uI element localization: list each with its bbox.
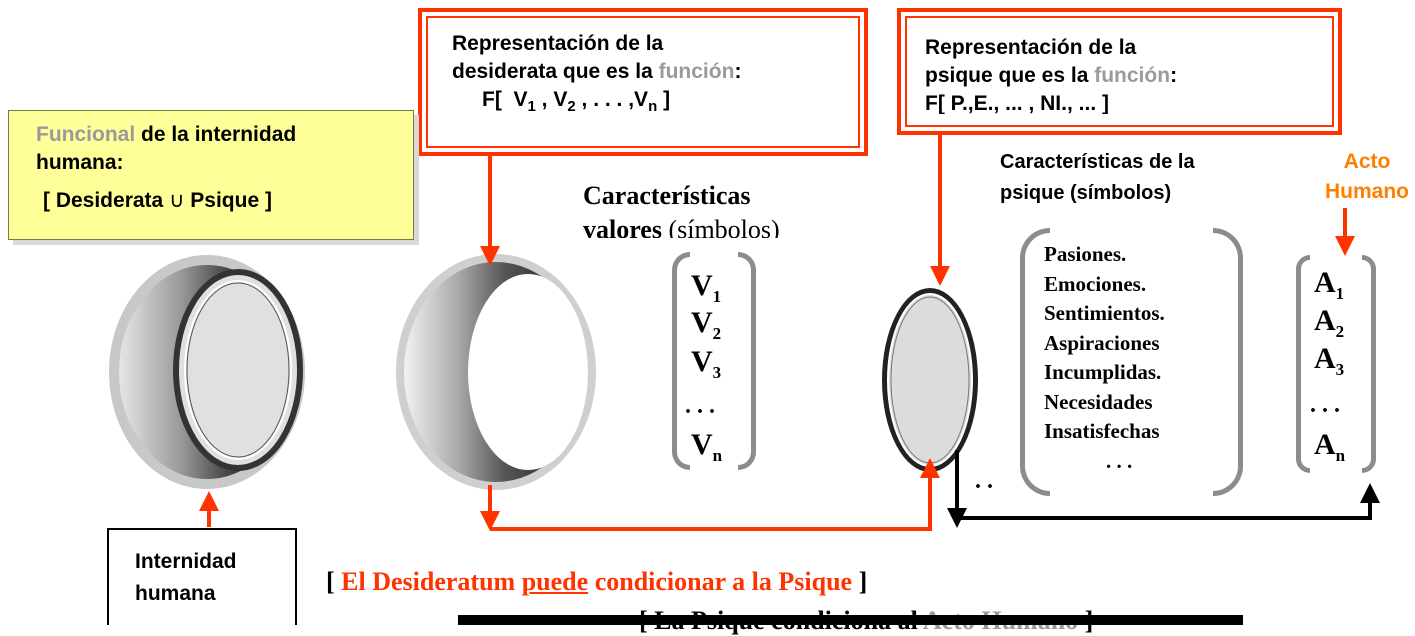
caption-desideratum: [ El Desideratum puede condicionar a la …: [326, 567, 868, 596]
bottom-bar: [458, 615, 1243, 625]
act-item: A3: [1314, 342, 1345, 379]
psique-box-line2: psique que es la función:: [925, 64, 1178, 87]
arrow-psique-to-acto: [955, 450, 1380, 520]
valores-heading-line2: valores (símbolos): [583, 215, 780, 238]
valores-heading-line1: Características: [583, 181, 751, 210]
psique-box-line1: Representación de la: [925, 36, 1137, 59]
psique-item: Insatisfechas: [1044, 419, 1160, 443]
act-item: A1: [1314, 266, 1345, 303]
acto-label-line2: Humano: [1325, 180, 1409, 203]
act-item: An: [1314, 428, 1346, 465]
internidad-ring: [109, 255, 305, 489]
funcional-box: Funcional de la internidad humana: [ Des…: [8, 110, 414, 240]
value-item: V3: [691, 345, 722, 382]
caption-psique: [ La Psique condiciona al Acto Humano ]: [626, 576, 1093, 636]
psique-ellipsis: . . .: [1106, 448, 1133, 473]
psique-heading: Características de la psique (símbolos): [1000, 147, 1195, 209]
psique-heading-line2: psique (símbolos): [1000, 182, 1172, 204]
desiderata-formula: F[ V1 , V2 , . . . ,Vn ]: [482, 88, 671, 115]
funcional-line2: humana:: [36, 151, 124, 174]
internidad-line2: humana: [135, 582, 216, 605]
acts-bracket-right: [1362, 255, 1376, 473]
act-ellipsis: . . .: [1310, 392, 1340, 418]
funcional-line3: [ Desiderata ∪ Psique ]: [43, 189, 272, 212]
valores-heading-line2-clip: valores (símbolos): [583, 212, 858, 238]
psique-formula: F[ P.,E., ... , NI., ... ]: [925, 92, 1109, 114]
psique-ellipse: [882, 288, 978, 472]
arrow-desideratum-to-psique: [490, 458, 940, 531]
dots-between: . .: [975, 468, 993, 494]
psique-item: Necesidades: [1044, 389, 1153, 414]
psique-item: Aspiraciones: [1044, 330, 1160, 355]
value-item: V1: [691, 269, 722, 306]
act-item: A2: [1314, 304, 1345, 341]
desiderata-function-box: Representación de la desiderata que es l…: [418, 8, 868, 156]
psique-function-box: Representación de la psique que es la fu…: [897, 8, 1342, 135]
value-item: V2: [691, 306, 722, 343]
values-bracket-left: [672, 252, 690, 470]
acto-label-line1: Acto: [1343, 150, 1391, 173]
internidad-line1: Internidad: [135, 550, 237, 573]
values-bracket-right: [738, 252, 756, 470]
psique-heading-line1: Características de la: [1000, 151, 1195, 173]
value-ellipsis: . . .: [685, 393, 715, 419]
internidad-box: Internidad humana: [107, 528, 297, 625]
psique-characteristics-list: Pasiones. Emociones. Sentimientos. Aspir…: [1044, 240, 1165, 476]
desiderata-box-line1: Representación de la: [452, 32, 664, 55]
value-item: Vn: [691, 428, 723, 465]
funcional-line1: Funcional de la internidad: [36, 123, 297, 146]
psique-item: Emociones.: [1044, 271, 1147, 296]
desiderata-ring: [396, 254, 596, 490]
desiderata-box-line2: desiderata que es la función:: [452, 60, 742, 83]
psique-item: Pasiones.: [1044, 242, 1127, 266]
psique-item: Incumplidas.: [1044, 360, 1162, 384]
psique-item: Sentimientos.: [1044, 301, 1165, 325]
acto-humano-label: Acto Humano: [1317, 147, 1415, 207]
psique-bracket-right: [1213, 228, 1243, 496]
acts-bracket-left: [1296, 255, 1310, 473]
